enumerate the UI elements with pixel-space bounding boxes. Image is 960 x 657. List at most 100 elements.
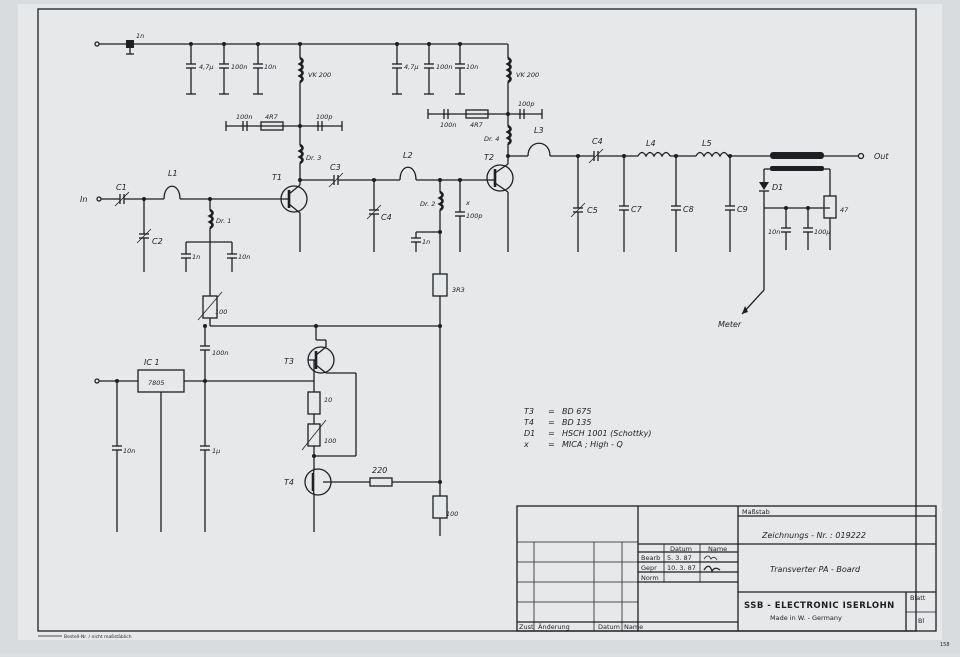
tb-massstab: Maßstab: [742, 508, 770, 516]
vk200-1-label: VK 200: [308, 71, 331, 79]
transistor-t2: T2: [484, 153, 514, 252]
signature-2: [703, 565, 721, 573]
footer-note: Bestell-Nr. / nicht maßstäblich: [64, 634, 132, 640]
c9-label: C9: [737, 205, 748, 214]
tb-datum-head: Datum: [670, 545, 692, 553]
tb-aenderung: Änderung: [538, 622, 570, 631]
l2-label: L2: [403, 151, 413, 160]
c5-label: C5: [587, 206, 598, 215]
res-4r7-2-label: 4R7: [470, 121, 484, 129]
tb-drawing-number: Zeichnungs - Nr. : 019222: [761, 531, 866, 540]
res-r7-label: 220: [372, 466, 387, 475]
cap-b4-label: 100p: [518, 100, 535, 108]
res-r4-label: 100: [215, 308, 227, 316]
title-block: Maßstab Zeichnungs - Nr. : 019222 Datum …: [516, 505, 937, 632]
cap-reg-out-label: 1µ: [212, 447, 220, 455]
vk200-2-label: VK 200: [516, 71, 539, 79]
res-r5-label: 10: [324, 396, 332, 404]
cap-e4-label: 100p: [466, 212, 483, 220]
cap-b1-label: 100n: [236, 113, 253, 121]
tb-company: SSB - ELECTRONIC ISERLOHN: [744, 601, 895, 611]
tb-zust: Zust: [519, 623, 534, 631]
res-r3-label: 3R3: [452, 286, 465, 294]
l5-label: L5: [702, 139, 712, 148]
l3-label: L3: [534, 126, 544, 135]
cap-100n-2-label: 100n: [436, 63, 453, 71]
tb-gepr-date: 10. 3. 87: [667, 564, 696, 572]
output-network: L3 C5 C4 C7 L4 C8 L5 C9: [506, 126, 889, 329]
c3-label: C3: [330, 163, 341, 172]
t4-label: T4: [284, 478, 294, 487]
cap-100n-label: 100n: [231, 63, 248, 71]
tb-bl: Bl: [918, 617, 924, 625]
note-eq-2: =: [548, 429, 555, 438]
c2-label: C2: [152, 237, 163, 246]
t2-label: T2: [484, 153, 494, 162]
input-label: In: [80, 195, 87, 204]
cap-10n-2-label: 10n: [466, 63, 478, 71]
supply-rail-left: 1n 4,7µ 100n 10n VK 200 100n 4R7 100p: [94, 32, 343, 182]
dr3-label: Dr. 3: [306, 154, 321, 162]
tb-title: Transverter PA - Board: [770, 565, 861, 574]
c4a-label: C4: [381, 213, 392, 222]
cap-in-top-label: 1n: [136, 32, 144, 40]
note-eq-0: =: [548, 407, 555, 416]
note-ref-1: T4: [524, 418, 534, 427]
cap-b2-label: 100n: [440, 121, 457, 129]
res-r8-label: 100: [446, 510, 458, 518]
supply-rail-right: 4,7µ 100n 10n VK 200 100n 4R7 100p Dr. 4: [298, 42, 543, 164]
cap-4u7-2-label: 4,7µ: [404, 63, 418, 71]
transistor-t3: T3 10 100: [284, 324, 357, 458]
cap-reg-in-label: 10n: [123, 447, 135, 455]
tb-name-head: Name: [708, 545, 727, 553]
note-eq-1: =: [548, 418, 555, 427]
output-label: Out: [874, 152, 889, 161]
tb-made-in: Made in W. - Germany: [770, 614, 842, 622]
tb-name-foot: Name: [624, 623, 643, 631]
l1-label: L1: [168, 169, 178, 178]
tb-norm-label: Norm: [641, 574, 659, 582]
cap-e3-label: 1n: [422, 238, 430, 246]
cap-e1-label: 1n: [192, 253, 200, 261]
page-number: 158: [940, 642, 950, 648]
component-notes: T3 = BD 675 T4 = BD 135 D1 = HSCH 1001 (…: [523, 407, 651, 449]
cap-b3-label: 100p: [316, 113, 333, 121]
note-val-1: BD 135: [562, 418, 591, 427]
tb-bearb-label: Bearb: [641, 554, 660, 562]
l4-label: L4: [646, 139, 656, 148]
tb-blatt: Blatt: [910, 594, 926, 602]
tb-datum-foot: Datum: [598, 623, 620, 631]
transistor-t1: T1: [272, 173, 308, 252]
mica-mark: x: [465, 199, 470, 207]
note-eq-3: =: [548, 440, 555, 449]
note-val-3: MICA ; High - Q: [562, 440, 623, 449]
note-val-0: BD 675: [562, 407, 591, 416]
dr4-label: Dr. 4: [484, 135, 499, 143]
signature-1: [703, 555, 718, 561]
res-r9-label: 47: [840, 206, 849, 214]
t1-label: T1: [272, 173, 282, 182]
c7-label: C7: [631, 205, 643, 214]
dr1-label: Dr. 1: [216, 217, 231, 225]
note-val-2: HSCH 1001 (Schottky): [562, 429, 651, 438]
dr2-label: Dr. 2: [420, 200, 435, 208]
res-r6-label: 100: [324, 437, 336, 445]
ic1-ref: IC 1: [144, 358, 160, 367]
d1-label: D1: [772, 183, 783, 192]
note-ref-3: x: [523, 440, 529, 449]
cap-m2-label: 100µ: [814, 228, 831, 236]
interstage: C3 C4 L2 Dr. 2 x 100p 1n 3R3: [298, 151, 490, 496]
c4b-label: C4: [592, 137, 603, 146]
meter-label: Meter: [718, 320, 742, 329]
bias-circuit: 10n IC 1 7805 100n 1µ: [94, 324, 314, 532]
cap-m1-label: 10n: [768, 228, 780, 236]
note-ref-2: D1: [524, 429, 535, 438]
input-stage: In C1 C2 L1 Dr. 1 1n 10n 100: [80, 169, 440, 327]
transistor-t4: T4 220 100: [284, 456, 458, 536]
tb-bearb-date: 5. 3. 87: [667, 554, 692, 562]
cap-4u7-label: 4,7µ: [199, 63, 213, 71]
c8-label: C8: [683, 205, 694, 214]
t3-label: T3: [284, 357, 294, 366]
